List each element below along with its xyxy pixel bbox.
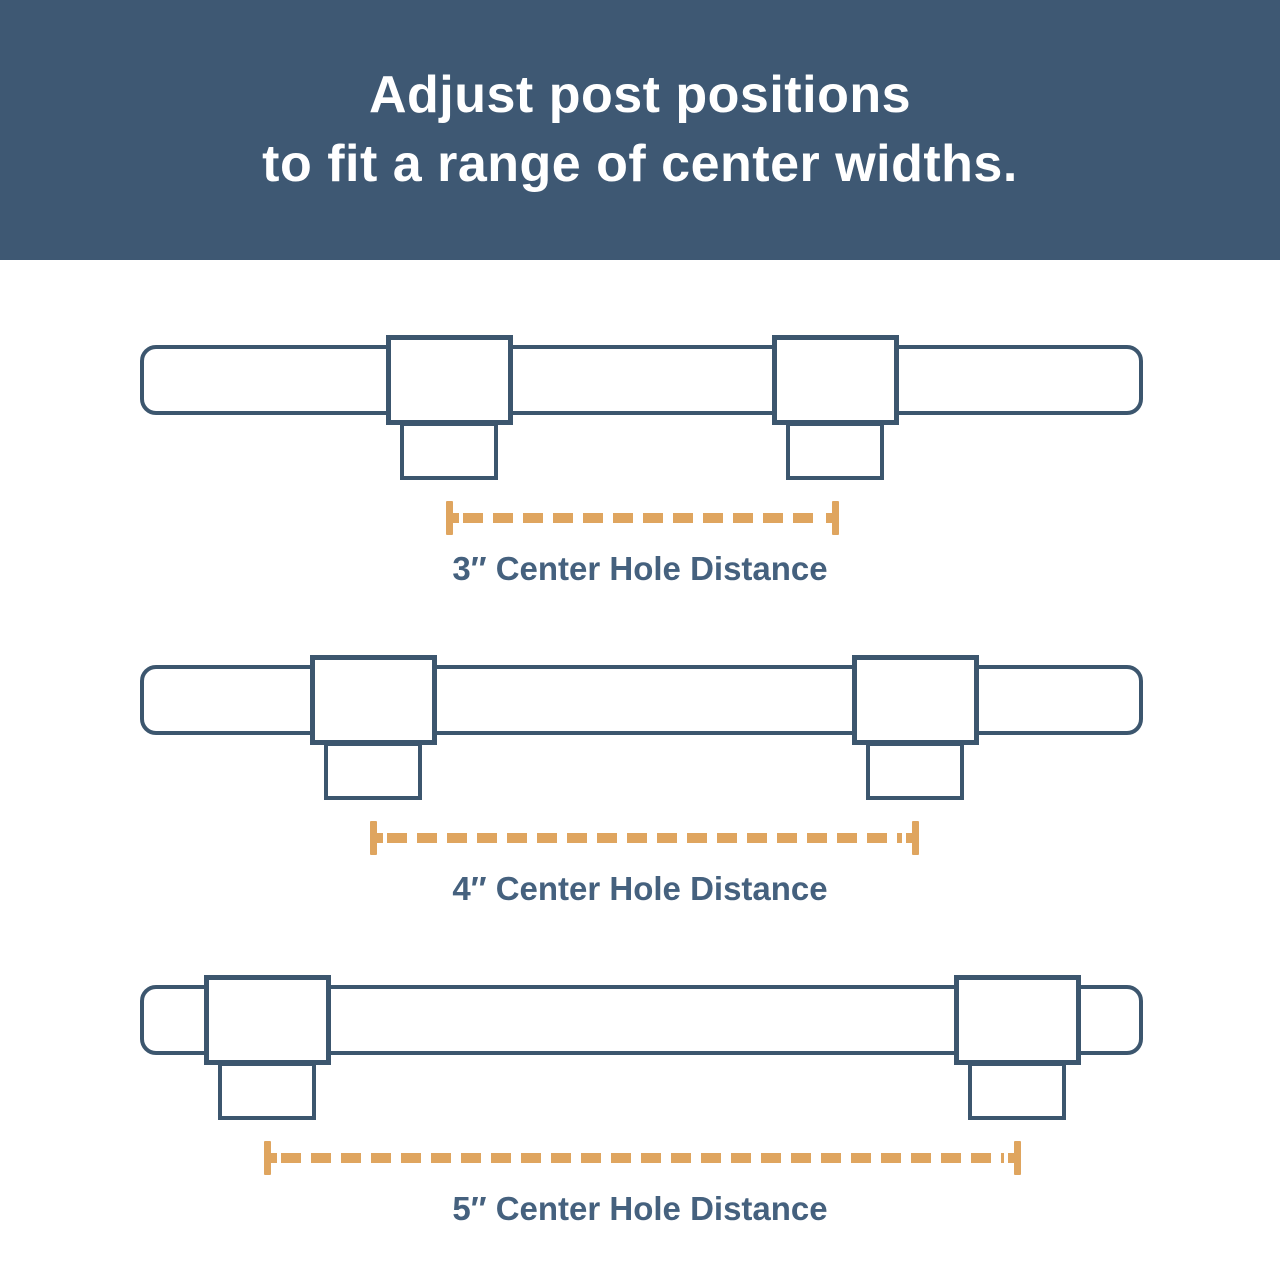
measurement-nub-left	[270, 1153, 277, 1163]
handle-bar	[140, 665, 1143, 735]
measurement-nub-right	[1007, 1153, 1014, 1163]
dash-segments	[280, 1153, 1004, 1163]
left-post	[203, 975, 331, 1065]
left-screw-base	[218, 1062, 316, 1120]
measurement-nub-left	[452, 513, 459, 523]
right-screw-base	[866, 742, 964, 800]
measurement-tick-left	[445, 501, 453, 535]
measurement-tick-left	[369, 821, 377, 855]
right-post	[851, 655, 979, 745]
measurement-tick-right	[1013, 1141, 1021, 1175]
measurement-nub-right	[825, 513, 832, 523]
dash-segments	[462, 513, 822, 523]
measurement-tick-left	[263, 1141, 271, 1175]
left-post	[385, 335, 513, 425]
headline-line-2: to fit a range of center widths.	[262, 135, 1018, 193]
header-banner: Adjust post positions to fit a range of …	[0, 0, 1280, 260]
measurement-label: 3″ Center Hole Distance	[452, 550, 828, 587]
right-post	[771, 335, 899, 425]
handle-bar	[140, 345, 1143, 415]
right-screw-base	[968, 1062, 1066, 1120]
right-post	[953, 975, 1081, 1065]
left-post	[309, 655, 437, 745]
headline-line-1: Adjust post positions	[368, 66, 912, 124]
measurement-tick-right	[911, 821, 919, 855]
measurement-line	[369, 821, 919, 855]
measurement-label: 4″ Center Hole Distance	[452, 870, 828, 907]
measurement-nub-left	[376, 833, 383, 843]
left-screw-base	[400, 422, 498, 480]
measurement-nub-right	[905, 833, 912, 843]
left-screw-base	[324, 742, 422, 800]
handle-diagram-4-inch: 4″ Center Hole Distance	[0, 655, 1280, 941]
dash-segments	[386, 833, 902, 843]
measurement-tick-right	[831, 501, 839, 535]
handle-diagram-3-inch: 3″ Center Hole Distance	[0, 335, 1280, 621]
measurement-line	[445, 501, 839, 535]
measurement-line	[263, 1141, 1021, 1175]
right-screw-base	[786, 422, 884, 480]
measurement-label: 5″ Center Hole Distance	[452, 1190, 828, 1227]
handle-diagram-5-inch: 5″ Center Hole Distance	[0, 975, 1280, 1261]
